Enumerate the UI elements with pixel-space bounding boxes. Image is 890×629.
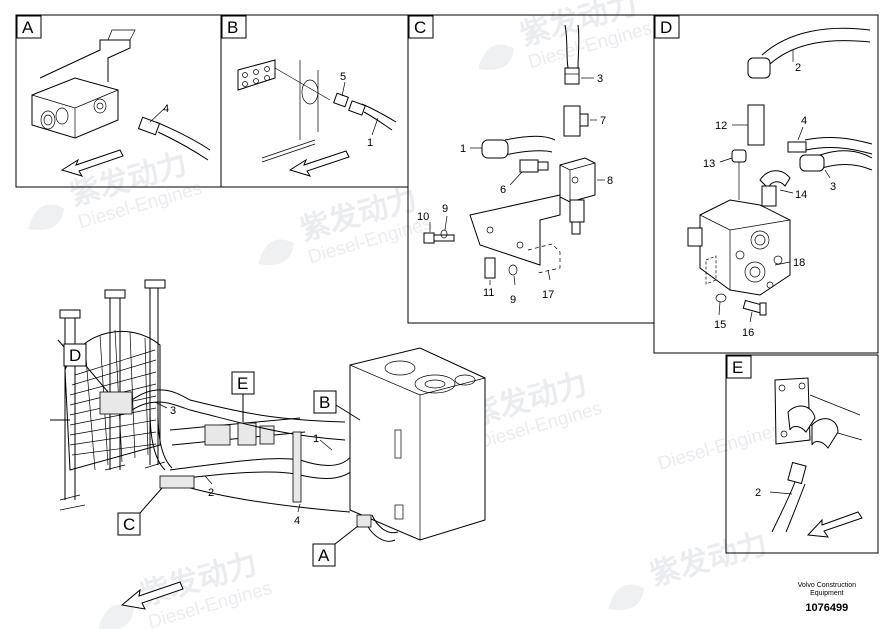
direction-arrow-icon — [120, 581, 184, 610]
panel-e-label: E — [732, 358, 743, 377]
callout-number: 14 — [795, 189, 807, 201]
callout-number: 13 — [703, 158, 715, 170]
panel-b: B 5 1 — [220, 14, 409, 188]
callout-number: 4 — [294, 515, 300, 527]
panel-a-label: A — [22, 18, 34, 37]
panel-d: D 2 12 4 3 13 14 — [653, 14, 879, 354]
main-assembly — [50, 279, 486, 542]
panel-c: C 3 7 1 6 8 — [407, 14, 655, 324]
panel-d-label: D — [660, 18, 672, 37]
callout-number: 16 — [742, 327, 754, 339]
panel-c-label: C — [414, 18, 426, 37]
callout-number: 3 — [170, 405, 176, 417]
callout-number: 4 — [801, 115, 807, 127]
direction-arrow-icon — [806, 511, 863, 538]
panel-a: A 4 — [15, 14, 222, 188]
callout-number: 2 — [795, 62, 801, 74]
panel-b-label: B — [227, 18, 238, 37]
callout-number: 4 — [163, 103, 169, 115]
watermark-en: Diesel-Engines — [656, 419, 785, 474]
callout-number: 17 — [542, 289, 554, 301]
title-block: Volvo Construction Equipment 1076499 — [798, 582, 856, 614]
detail-tag-b: B — [319, 393, 330, 412]
callout-number: 3 — [830, 181, 836, 193]
callout-number: 1 — [313, 433, 319, 445]
watermark-cn: 紫发动力 — [646, 526, 771, 593]
detail-tag-c: C — [123, 515, 135, 534]
panel-e: E 2 — [725, 354, 879, 554]
callout-number: 10 — [417, 211, 429, 223]
drawing-number: 1076499 — [805, 602, 849, 614]
callout-number: 12 — [715, 120, 727, 132]
callout-number: 18 — [793, 257, 805, 269]
callout-number: 15 — [714, 319, 726, 331]
callout-number: 7 — [600, 115, 606, 127]
callout-number: 6 — [500, 184, 506, 196]
direction-arrow-icon — [60, 149, 124, 177]
detail-tag-e: E — [237, 374, 248, 393]
callout-number: 1 — [460, 143, 466, 155]
callout-number: 3 — [597, 73, 603, 85]
company-name-line1: Volvo Construction — [797, 582, 856, 589]
company-name-line2: Equipment — [810, 590, 844, 597]
callout-number: 9 — [510, 294, 516, 306]
callout-number: 11 — [483, 287, 494, 299]
callout-number: 5 — [340, 71, 346, 83]
callout-number: 8 — [607, 175, 613, 187]
detail-tag-d: D — [69, 346, 81, 365]
callout-number: 2 — [208, 487, 214, 499]
direction-arrow-icon — [288, 150, 350, 177]
main-tags: D E B C A 3 1 2 4 — [63, 343, 361, 610]
detail-tag-a: A — [318, 546, 330, 565]
callout-number: 9 — [442, 203, 448, 215]
callout-number: 2 — [755, 487, 761, 499]
callout-number: 1 — [367, 137, 373, 149]
